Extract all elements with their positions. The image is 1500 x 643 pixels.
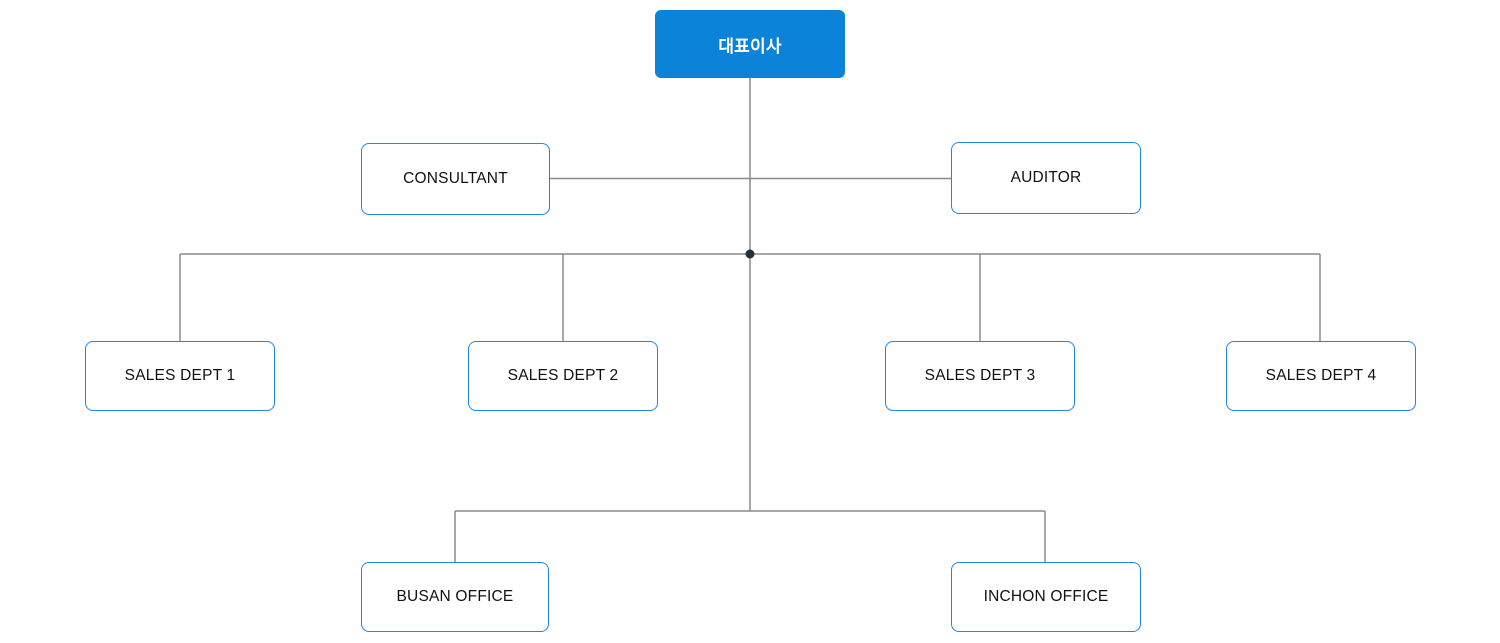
node-sales-dept-4[interactable]: SALES DEPT 4 bbox=[1226, 341, 1416, 411]
node-consultant-label: CONSULTANT bbox=[403, 170, 508, 187]
node-consultant[interactable]: CONSULTANT bbox=[361, 143, 550, 215]
node-auditor[interactable]: AUDITOR bbox=[951, 142, 1141, 214]
node-inchon-office-label: INCHON OFFICE bbox=[983, 588, 1109, 605]
node-busan-office[interactable]: BUSAN OFFICE bbox=[361, 562, 549, 632]
node-auditor-label: AUDITOR bbox=[1010, 169, 1082, 186]
node-sales-dept-3-label: SALES DEPT 3 bbox=[924, 367, 1036, 384]
node-sales-dept-4-label: SALES DEPT 4 bbox=[1265, 367, 1377, 384]
node-sales-dept-1[interactable]: SALES DEPT 1 bbox=[85, 341, 275, 411]
node-sales-dept-1-label: SALES DEPT 1 bbox=[124, 367, 236, 384]
node-ceo[interactable]: 대표이사 bbox=[655, 10, 845, 78]
node-busan-office-label: BUSAN OFFICE bbox=[396, 588, 514, 605]
junction-dot bbox=[745, 249, 755, 259]
node-sales-dept-2[interactable]: SALES DEPT 2 bbox=[468, 341, 658, 411]
node-sales-dept-3[interactable]: SALES DEPT 3 bbox=[885, 341, 1075, 411]
node-sales-dept-2-label: SALES DEPT 2 bbox=[507, 367, 619, 384]
node-inchon-office[interactable]: INCHON OFFICE bbox=[951, 562, 1141, 632]
node-ceo-label: 대표이사 bbox=[718, 36, 782, 56]
